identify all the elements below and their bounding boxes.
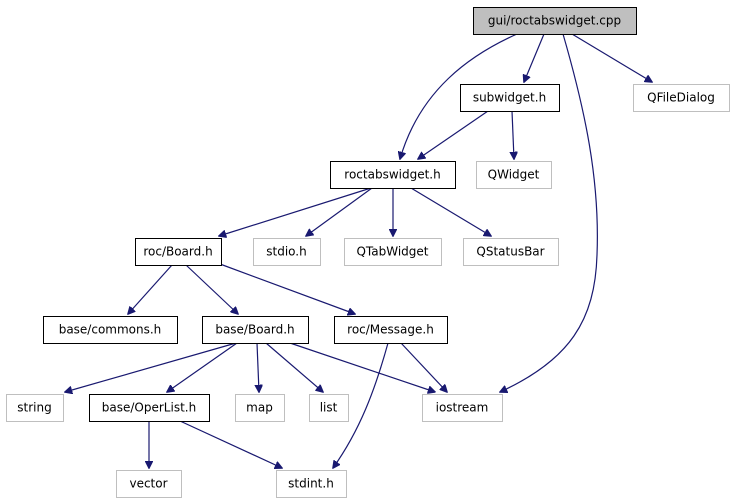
node-box: [135, 238, 222, 266]
edge-subwidget_h-to-roctabswidget_h: [418, 110, 489, 159]
node-label: list: [320, 401, 338, 415]
node-label: QWidget: [488, 168, 540, 182]
node-label: QFileDialog: [647, 91, 715, 105]
node-box: [344, 238, 442, 266]
node-label: subwidget.h: [473, 91, 546, 105]
node-box: [476, 161, 552, 189]
node-list: list: [309, 394, 349, 422]
node-label: string: [17, 401, 51, 415]
edge-roc_Message_h-to-stdint_h: [333, 342, 389, 468]
node-box: [334, 316, 448, 344]
node-label: QTabWidget: [356, 245, 428, 259]
node-label: stdint.h: [288, 477, 334, 491]
edge-layer: [65, 33, 652, 468]
edge-base_OperList_h-to-stdint_h: [179, 420, 282, 468]
node-string: string: [6, 394, 64, 422]
node-map: map: [235, 394, 285, 422]
node-base-OperList-h[interactable]: base/OperList.h: [89, 394, 210, 422]
node-label: base/Board.h: [215, 323, 294, 337]
node-box: [422, 394, 503, 422]
node-label: gui/roctabswidget.cpp: [488, 14, 621, 28]
node-box: [116, 470, 182, 498]
node-box: [330, 161, 456, 189]
node-vector: vector: [116, 470, 182, 498]
node-box: [253, 238, 321, 266]
node-label: roctabswidget.h: [344, 168, 440, 182]
edge-roctabswidget_h-to-roc_Board_h: [219, 187, 372, 236]
node-layer: gui/roctabswidget.cpp subwidget.h QFileDia…: [6, 7, 730, 498]
edge-subwidget_h-to-QWidget: [512, 110, 514, 159]
node-label: QStatusBar: [476, 245, 544, 259]
edge-gui_roctabswidget_cpp-to-subwidget_h: [524, 33, 545, 82]
node-QFileDialog: QFileDialog: [633, 84, 730, 112]
node-box: [463, 238, 559, 266]
node-box: [235, 394, 285, 422]
node-box: [89, 394, 210, 422]
node-roc-Board-h[interactable]: roc/Board.h: [135, 238, 222, 266]
node-label: base/OperList.h: [102, 401, 196, 415]
node-gui-roctabswidget-cpp[interactable]: gui/roctabswidget.cpp: [473, 7, 637, 35]
node-box: [202, 316, 309, 344]
node-label: roc/Board.h: [143, 245, 212, 259]
node-subwidget-h[interactable]: subwidget.h: [460, 84, 560, 112]
node-iostream: iostream: [422, 394, 503, 422]
node-box: [276, 470, 347, 498]
edge-base_Board_h-to-list: [265, 342, 323, 392]
node-roc-Message-h[interactable]: roc/Message.h: [334, 316, 448, 344]
node-stdio-h: stdio.h: [253, 238, 321, 266]
node-QStatusBar: QStatusBar: [463, 238, 559, 266]
edge-roc_Board_h-to-base_commons_h: [128, 264, 173, 314]
node-label: vector: [129, 477, 167, 491]
node-base-Board-h[interactable]: base/Board.h: [202, 316, 309, 344]
node-label: roc/Message.h: [347, 323, 434, 337]
node-base-commons-h[interactable]: base/commons.h: [43, 316, 178, 344]
node-box: [309, 394, 349, 422]
edge-roctabswidget_h-to-QStatusBar: [410, 187, 491, 236]
edge-roc_Board_h-to-base_Board_h: [185, 264, 238, 314]
node-label: iostream: [436, 401, 489, 415]
edge-roc_Message_h-to-iostream: [400, 342, 447, 392]
node-label: stdio.h: [266, 245, 306, 259]
edge-base_Board_h-to-base_OperList_h: [167, 342, 238, 392]
node-roctabswidget-h[interactable]: roctabswidget.h: [330, 161, 456, 189]
edge-roc_Board_h-to-roc_Message_h: [219, 263, 355, 314]
node-box: [43, 316, 178, 344]
node-box: [473, 7, 637, 35]
node-box: [460, 84, 560, 112]
edge-base_Board_h-to-iostream: [289, 342, 435, 392]
node-QTabWidget: QTabWidget: [344, 238, 442, 266]
edge-base_Board_h-to-map: [257, 342, 259, 392]
edge-gui_roctabswidget_cpp-to-iostream: [500, 33, 598, 392]
node-QWidget: QWidget: [476, 161, 552, 189]
node-box: [6, 394, 64, 422]
node-label: base/commons.h: [59, 323, 162, 337]
node-box: [633, 84, 730, 112]
edge-gui_roctabswidget_cpp-to-roctabswidget_h: [400, 33, 518, 159]
edge-gui_roctabswidget_cpp-to-QFileDialog: [571, 33, 652, 82]
node-label: map: [246, 401, 273, 415]
node-stdint-h: stdint.h: [276, 470, 347, 498]
edge-base_Board_h-to-string: [65, 342, 237, 392]
edge-roctabswidget_h-to-stdio_h: [306, 187, 373, 236]
